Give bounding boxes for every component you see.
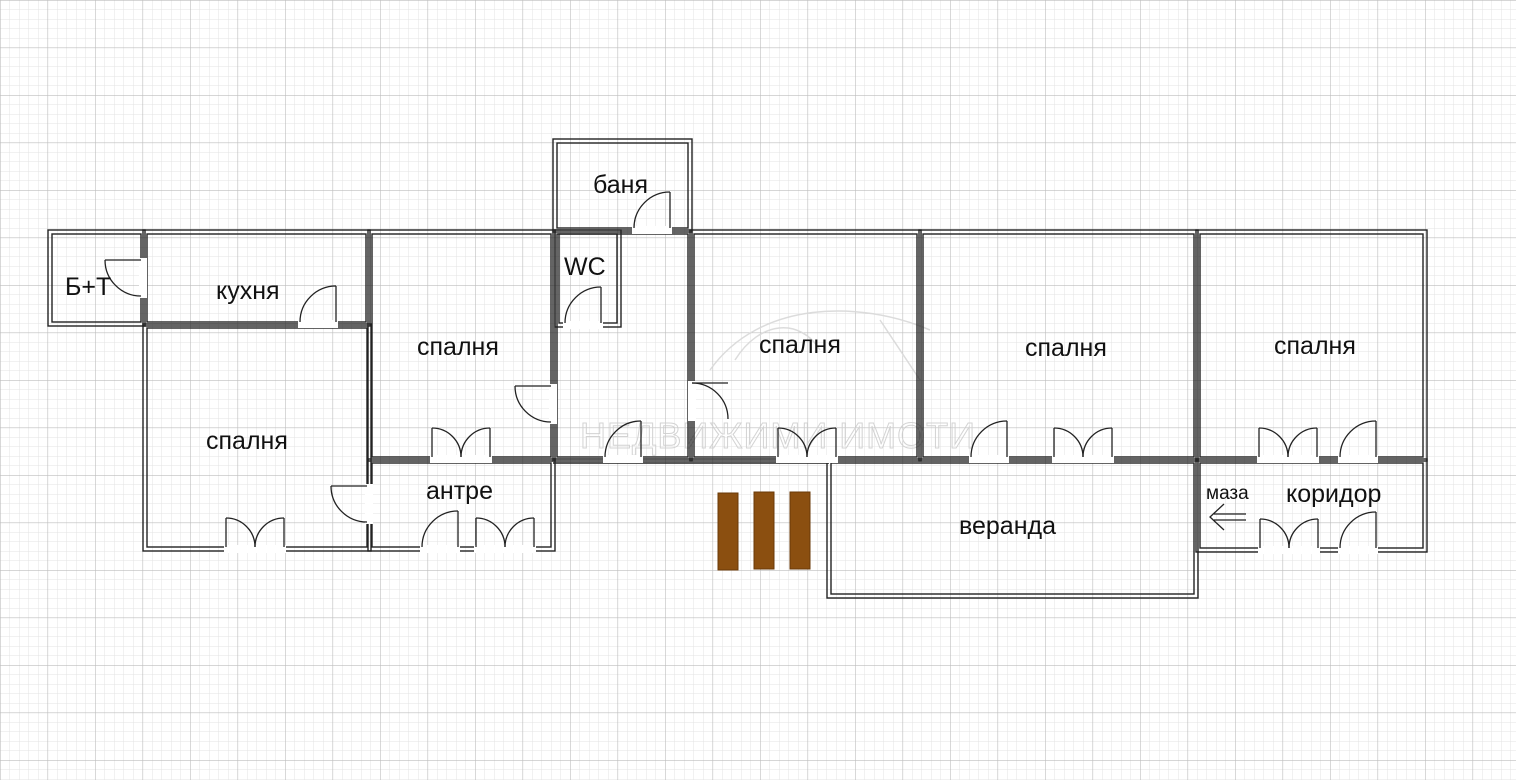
door-entrance-double <box>474 517 536 553</box>
room-label-corridor: коридор <box>1286 480 1381 508</box>
door-bedroom-mid-right-single <box>969 420 1009 463</box>
room-label-veranda: веранда <box>959 512 1056 540</box>
door-corridor-double <box>1258 518 1320 554</box>
room-label-bt: Б+Т <box>65 273 111 301</box>
left-arrow-icon <box>1209 503 1246 531</box>
table-label: маза <box>1206 483 1249 504</box>
step-2 <box>753 491 775 570</box>
door-bedroom-center-side <box>688 381 729 421</box>
door-bedroom-upper-side <box>514 384 557 424</box>
wall-veranda <box>826 458 1199 599</box>
door-bedroom-left-double <box>224 517 286 553</box>
steps <box>717 491 811 571</box>
door-hall-bottom <box>603 420 643 463</box>
room-label-entrance: антре <box>426 477 493 505</box>
door-bedroom-upper-double <box>430 427 492 463</box>
door-bedroom-center-double <box>776 427 838 463</box>
door-corridor-single <box>1338 511 1378 554</box>
room-label-bedroom-left: спалня <box>206 427 288 455</box>
room-label-bath: баня <box>593 171 648 199</box>
door-entrance-single <box>420 510 460 553</box>
door-bedroom-right-double <box>1257 427 1319 463</box>
door-bt <box>104 258 147 298</box>
step-3 <box>789 491 811 570</box>
room-label-bedroom-mid-right: спалня <box>1025 334 1107 362</box>
door-bedroom-left-side <box>330 484 373 524</box>
step-1 <box>717 492 739 571</box>
room-label-bedroom-right: спалня <box>1274 332 1356 360</box>
door-wc <box>563 286 603 329</box>
door-bedroom-right-single <box>1338 420 1378 463</box>
door-kitchen <box>298 285 338 328</box>
room-label-kitchen: кухня <box>216 277 280 305</box>
room-label-bedroom-upper: спалня <box>417 333 499 361</box>
room-label-bedroom-center: спалня <box>759 331 841 359</box>
doors <box>104 191 1378 554</box>
room-label-wc: WC <box>564 253 606 281</box>
door-bath <box>632 191 672 234</box>
door-bedroom-mid-right-double <box>1052 427 1114 463</box>
wall-bath <box>552 138 693 233</box>
